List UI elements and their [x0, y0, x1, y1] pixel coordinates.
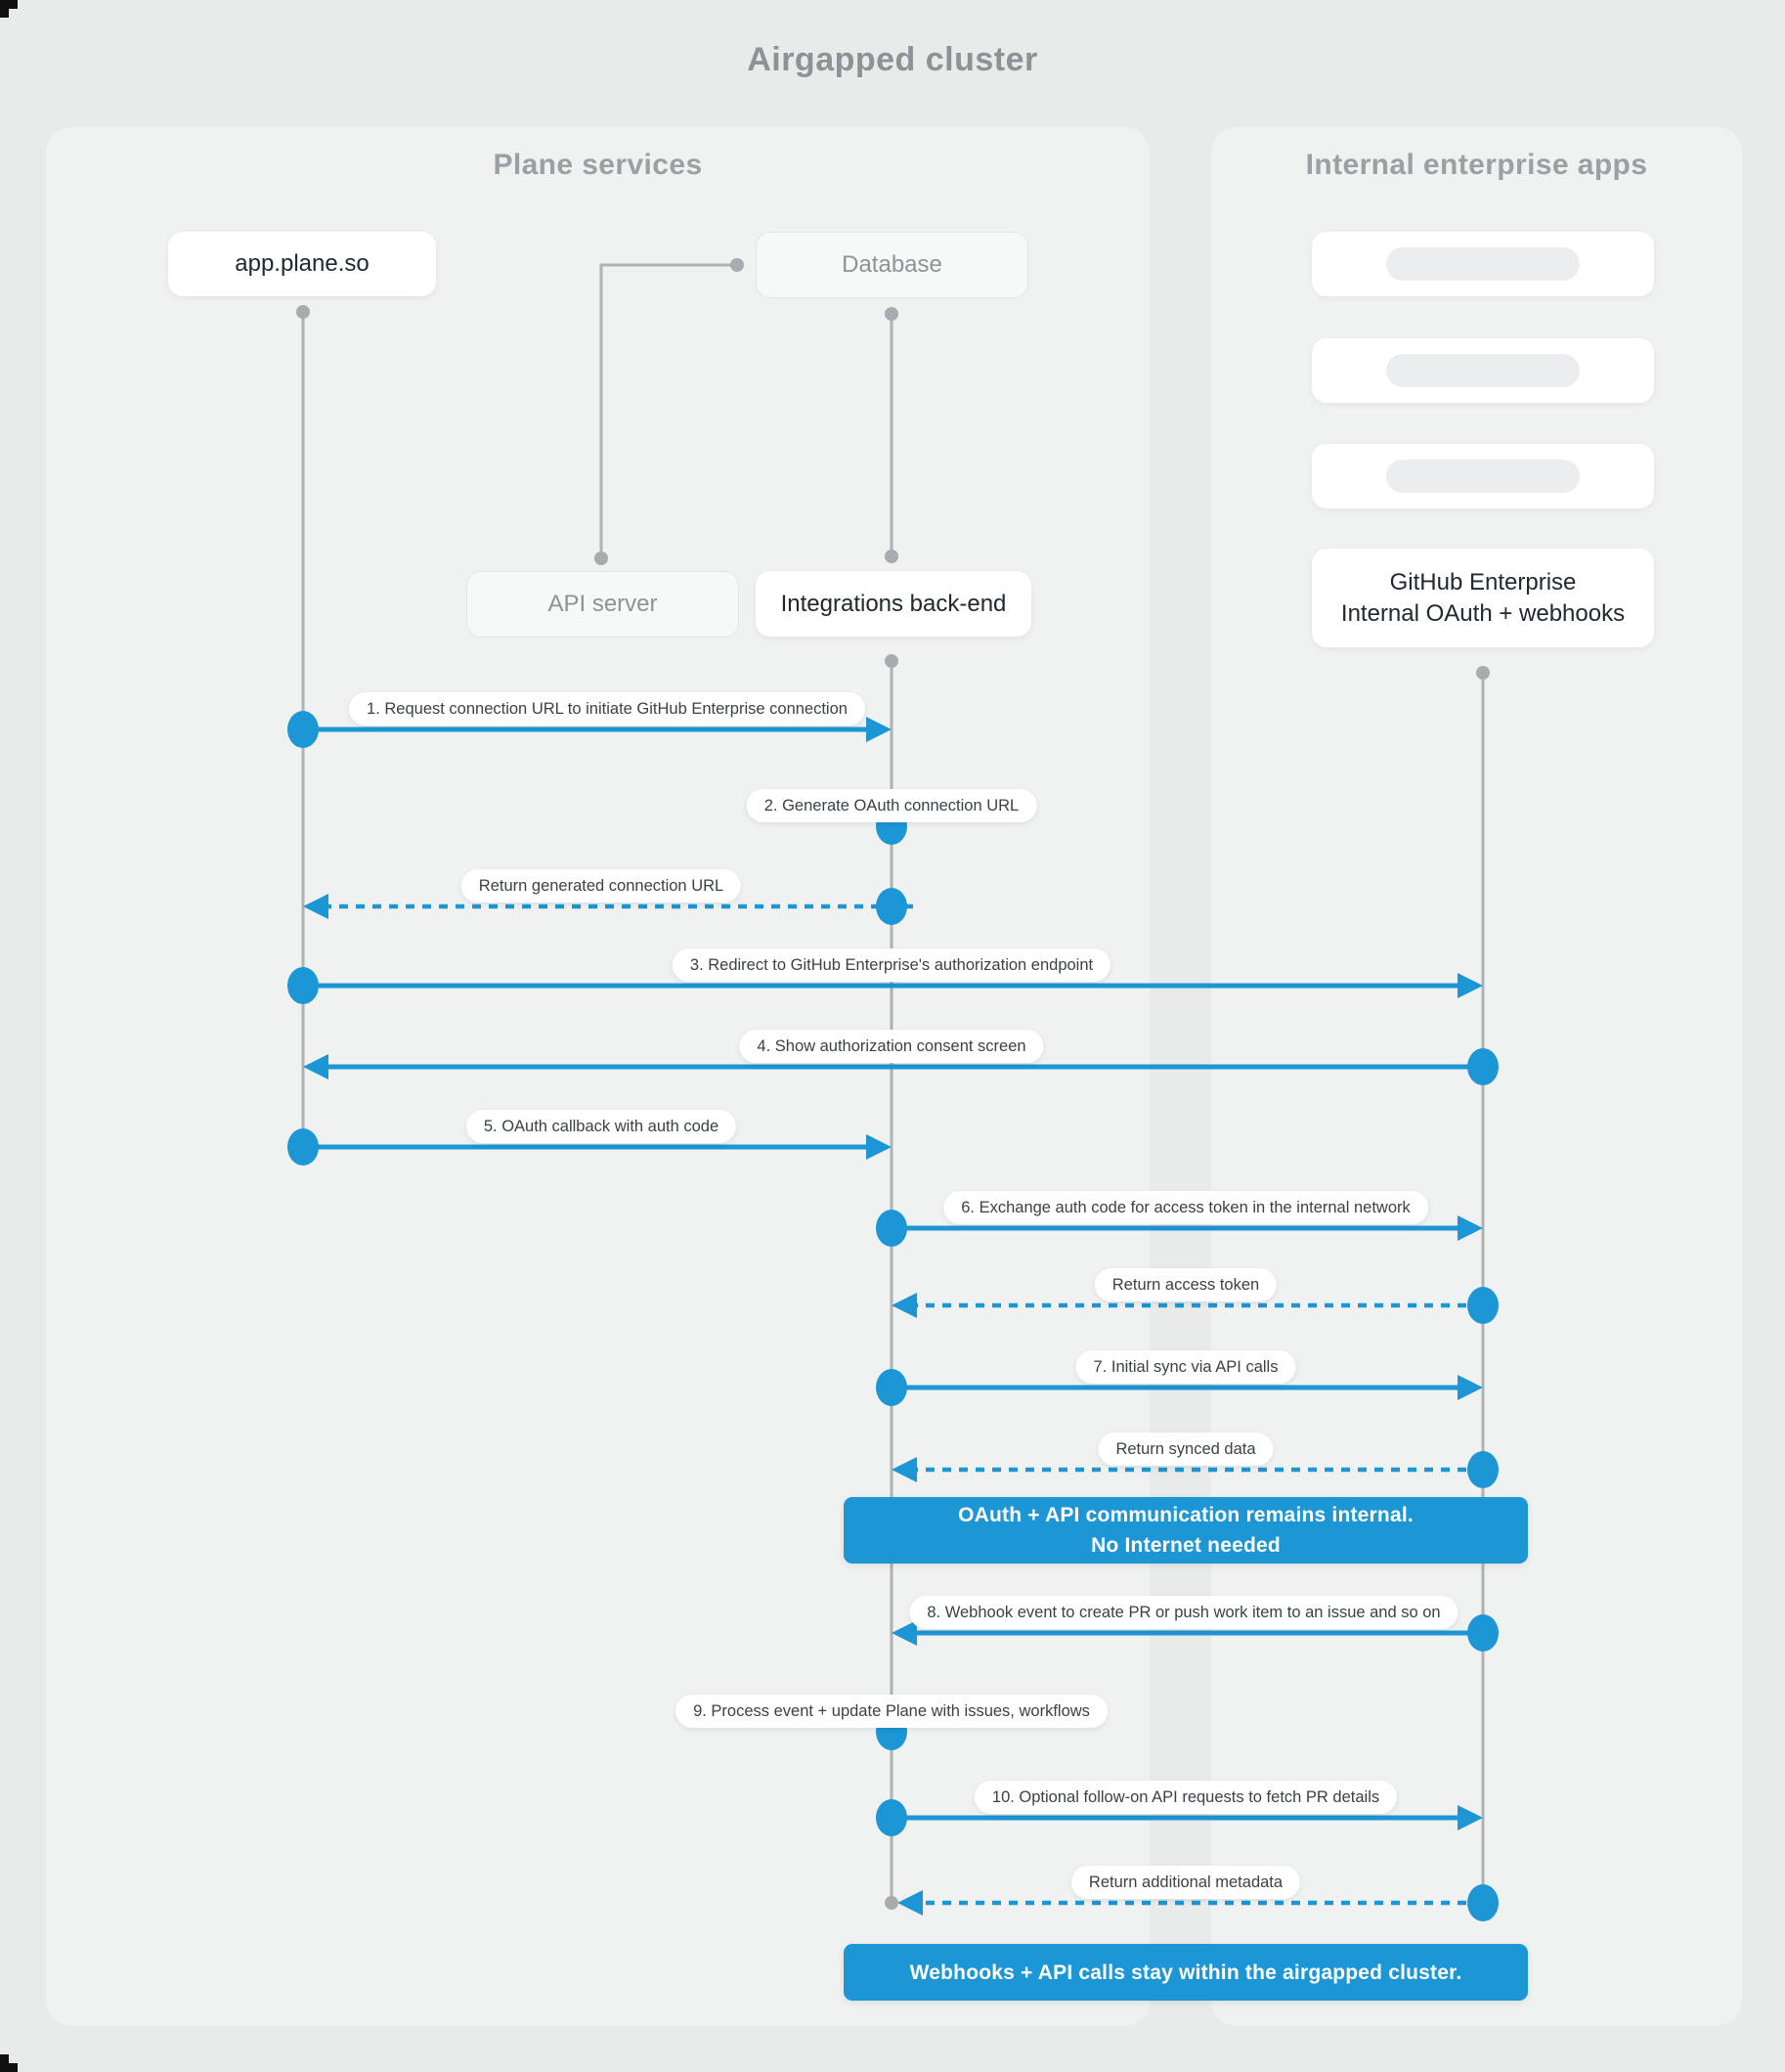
enterprise-app-placeholder-3	[1312, 444, 1654, 508]
banner-2-line-1: Webhooks + API calls stay within the air…	[909, 1961, 1462, 1984]
enterprise-app-placeholder-2	[1312, 338, 1654, 403]
message-label-return-2: Return access token	[1094, 1268, 1278, 1301]
message-label-return-3: Return synced data	[1098, 1433, 1274, 1466]
corner-artifact-top-left	[0, 0, 18, 9]
message-label-return-1: Return generated connection URL	[460, 869, 742, 903]
message-label-3: 3. Redirect to GitHub Enterprise's autho…	[672, 948, 1111, 982]
enterprise-app-placeholder-1	[1312, 232, 1654, 296]
node-github-enterprise-line2: Internal OAuth + webhooks	[1340, 599, 1626, 627]
placeholder-pill-1	[1386, 247, 1580, 281]
gray-lifelines	[296, 258, 1490, 1903]
banner-airgapped-cluster: Webhooks + API calls stay within the air…	[844, 1944, 1528, 2001]
message-label-10: 10. Optional follow-on API requests to f…	[974, 1781, 1398, 1814]
node-app-plane-so-label: app.plane.so	[235, 250, 370, 277]
node-integrations-backend: Integrations back-end	[756, 571, 1031, 637]
message-label-7: 7. Initial sync via API calls	[1075, 1350, 1296, 1384]
message-label-8: 8. Webhook event to create PR or push wo…	[909, 1596, 1458, 1629]
message-label-5: 5. OAuth callback with auth code	[465, 1110, 737, 1143]
node-github-enterprise: GitHub Enterprise Internal OAuth + webho…	[1312, 549, 1654, 647]
node-database-label: Database	[842, 251, 942, 278]
lifeline-end-dot	[885, 1896, 898, 1910]
corner-artifact-bottom-left-2	[0, 2054, 9, 2072]
arrow-msg-5	[287, 1128, 892, 1166]
banner-1-line-2: No Internet needed	[1091, 1534, 1281, 1557]
banner-1-line-1: OAuth + API communication remains intern…	[958, 1504, 1414, 1526]
arrow-msg-7	[876, 1369, 1483, 1406]
node-database: Database	[756, 232, 1028, 298]
node-github-enterprise-line1: GitHub Enterprise	[1389, 568, 1577, 595]
placeholder-pill-2	[1386, 354, 1580, 387]
arrow-return-4	[897, 1884, 1499, 1921]
arrow-msg-8	[892, 1614, 1499, 1652]
blue-message-arrows	[287, 711, 1499, 1921]
corner-artifact-bottom-left	[0, 2063, 18, 2072]
arrow-return-3	[892, 1451, 1499, 1488]
page-title: Airgapped cluster	[747, 41, 1038, 78]
plane-services-title: Plane services	[493, 149, 703, 181]
banner-internal-communication: OAuth + API communication remains intern…	[844, 1497, 1528, 1564]
message-label-2: 2. Generate OAuth connection URL	[746, 789, 1037, 822]
message-label-6: 6. Exchange auth code for access token i…	[943, 1191, 1428, 1224]
node-api-server: API server	[466, 571, 739, 638]
internal-enterprise-apps-title: Internal enterprise apps	[1305, 149, 1648, 181]
message-label-9: 9. Process event + update Plane with iss…	[675, 1695, 1108, 1728]
arrow-msg-3	[287, 967, 1483, 1004]
arrow-msg-1	[287, 711, 892, 748]
arrow-return-2	[892, 1287, 1499, 1324]
placeholder-pill-3	[1386, 460, 1580, 493]
node-api-server-label: API server	[547, 591, 658, 617]
arrow-msg-4	[303, 1048, 1499, 1085]
message-label-4: 4. Show authorization consent screen	[739, 1030, 1044, 1063]
arrow-msg-10	[876, 1799, 1483, 1836]
node-app-plane-so: app.plane.so	[168, 232, 436, 296]
corner-artifact-top-left-2	[0, 0, 9, 18]
node-integrations-backend-label: Integrations back-end	[780, 590, 1007, 617]
message-label-return-4: Return additional metadata	[1070, 1866, 1301, 1899]
arrow-msg-6	[876, 1210, 1483, 1247]
arrow-return-1	[303, 888, 913, 925]
message-label-1: 1. Request connection URL to initiate Gi…	[349, 692, 865, 726]
